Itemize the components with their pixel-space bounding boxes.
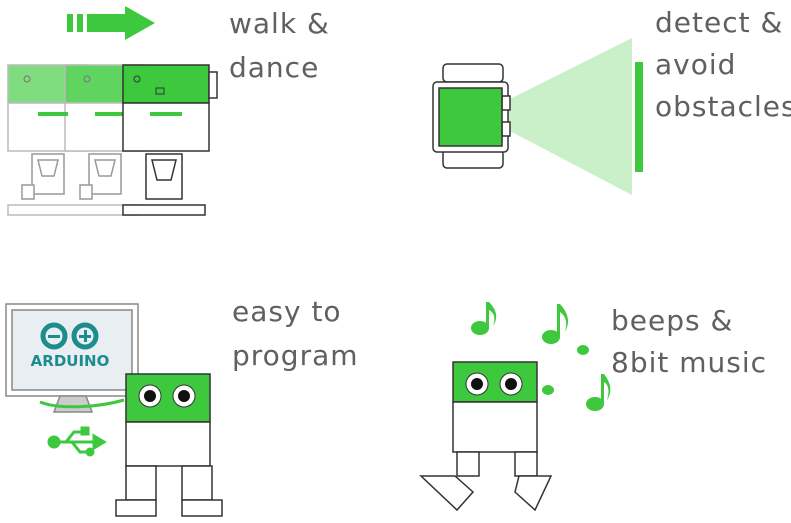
- walking-robots-illustration: [7, 6, 218, 216]
- easy-program-caption: easy to program: [232, 290, 359, 378]
- walk-dance-panel: walk & dance: [0, 0, 395, 260]
- beeps-music-caption: beeps & 8bit music: [611, 300, 767, 384]
- caption-line: beeps &: [611, 304, 734, 337]
- music-robot-illustration: [419, 302, 611, 512]
- sensor-beam: [508, 38, 632, 195]
- caption-line: obstacles: [655, 90, 791, 123]
- caption-line: program: [232, 339, 359, 372]
- caption-line: easy to: [232, 295, 342, 328]
- caption-line: walk &: [229, 7, 330, 40]
- caption-line: avoid: [655, 48, 737, 81]
- caption-line: dance: [229, 51, 320, 84]
- beeps-music-panel: beeps & 8bit music: [395, 262, 791, 523]
- obstacle-bar: [635, 62, 643, 172]
- obstacle-sensor-illustration: [432, 38, 643, 195]
- caption-line: detect &: [655, 6, 784, 39]
- arduino-logo: [40, 322, 99, 350]
- arduino-logo-text: ARDUINO: [31, 352, 110, 370]
- usb-icon: [47, 426, 107, 457]
- music-note-icon: [471, 302, 611, 411]
- programming-illustration: ARDUINO: [5, 303, 223, 517]
- right-arrow-icon: [67, 6, 155, 40]
- detect-avoid-caption: detect & avoid obstacles: [655, 2, 791, 128]
- walk-dance-caption: walk & dance: [229, 2, 330, 90]
- detect-avoid-panel: detect & avoid obstacles: [395, 0, 791, 260]
- easy-program-panel: ARDUINO easy to program: [0, 262, 395, 523]
- caption-line: 8bit music: [611, 346, 768, 379]
